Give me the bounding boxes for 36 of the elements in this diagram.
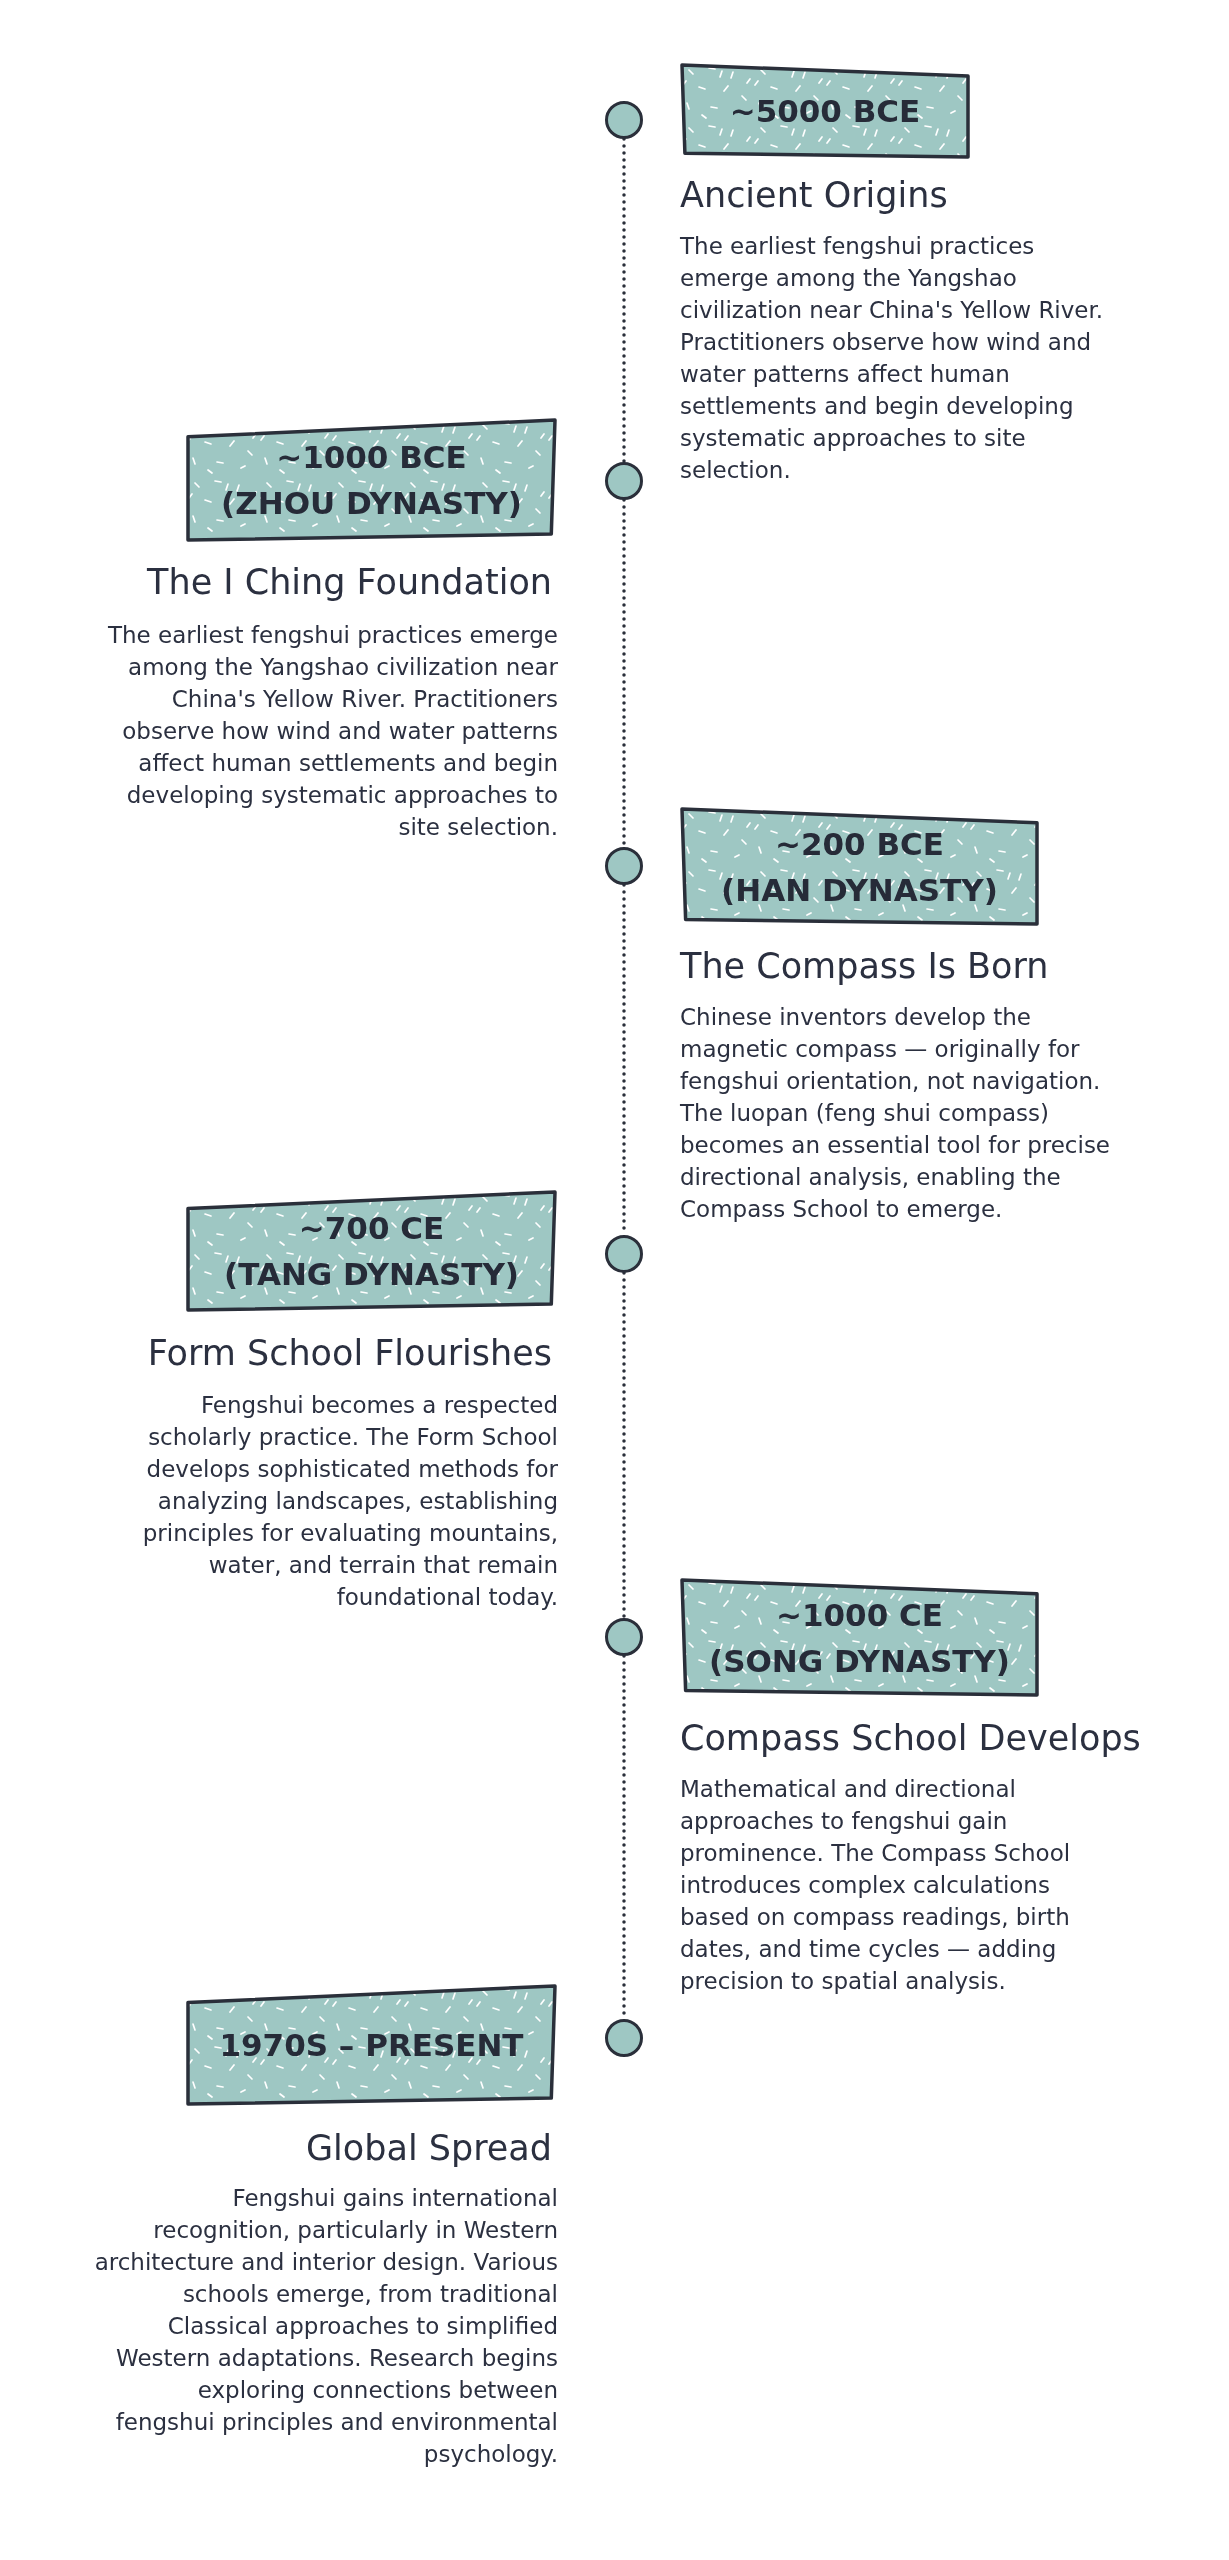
date-badge — [680, 807, 1039, 926]
timeline-connector — [622, 1271, 626, 1620]
event-description: Fengshui gains international recognition, particularly in Western architecture and interior design. Various schools emerge, from traditional Classical approaches to simplified Western adaptations. Research begins exploring connections between fengshui principles and environmental psychology. — [93, 2184, 558, 2469]
timeline-dot — [605, 462, 643, 500]
event-heading: Form School Flourishes — [147, 1333, 552, 1373]
timeline-dot — [605, 847, 643, 885]
date-badge — [186, 1190, 557, 1312]
event-description: The earliest fengshui practices emerge among the Yangshao civilization near China's Yellow River. Practitioners observe how wind and water patterns affect human settlements and begin developing systematic approaches to site selection. — [106, 621, 558, 842]
event-description: Chinese inventors develop the magnetic compass — originally for fengshui orientation, not navigation. The luopan (feng shui compass) becomes an essential tool for precise directional analysis, enabling the Compass School to emerge. — [680, 1003, 1110, 1224]
event-heading: The I Ching Foundation — [147, 562, 552, 602]
timeline-dot — [605, 1235, 643, 1273]
era-label: (HAN DYNASTY) — [721, 870, 998, 910]
event-heading: The Compass Is Born — [680, 946, 1049, 986]
event-heading: Ancient Origins — [680, 175, 948, 215]
date-label: ~1000 BCE — [276, 438, 467, 477]
era-label: (ZHOU DYNASTY) — [221, 484, 522, 523]
event-description: Fengshui becomes a respected scholarly practice. The Form School develops sophisticated methods for analyzing landscapes, establishing principles for evaluating mountains, water, and terrain that remain foundational today. — [141, 1391, 558, 1612]
event-heading: Global Spread — [305, 2128, 552, 2168]
date-badge — [680, 1578, 1039, 1697]
date-badge — [680, 63, 970, 159]
era-label: (SONG DYNASTY) — [709, 1641, 1010, 1681]
timeline-dot — [605, 101, 643, 139]
date-badge — [186, 1984, 557, 2106]
timeline-connector — [622, 137, 626, 464]
event-heading: Compass School Develops — [680, 1718, 1141, 1758]
date-label: 1970S – PRESENT — [219, 2026, 524, 2065]
event-description: The earliest fengshui practices emerge among the Yangshao civilization near China's Yellow River. Practitioners observe how wind and water patterns affect human settlements and begin developing systematic approaches to site selection. — [680, 232, 1105, 485]
timeline-dot — [605, 2019, 643, 2057]
date-label: ~200 BCE — [774, 824, 944, 864]
date-label: ~700 CE — [298, 1209, 445, 1248]
event-description: Mathematical and directional approaches to fengshui gain prominence. The Compass School introduces complex calculations based on compass readings, birth dates, and time cycles — adding precision to spatial analysis. — [680, 1775, 1072, 1996]
era-label: (TANG DYNASTY) — [224, 1255, 519, 1294]
timeline-dot — [605, 1618, 643, 1656]
date-label: ~5000 BCE — [729, 92, 921, 131]
date-label: ~1000 CE — [776, 1595, 943, 1635]
date-badge — [186, 418, 557, 542]
